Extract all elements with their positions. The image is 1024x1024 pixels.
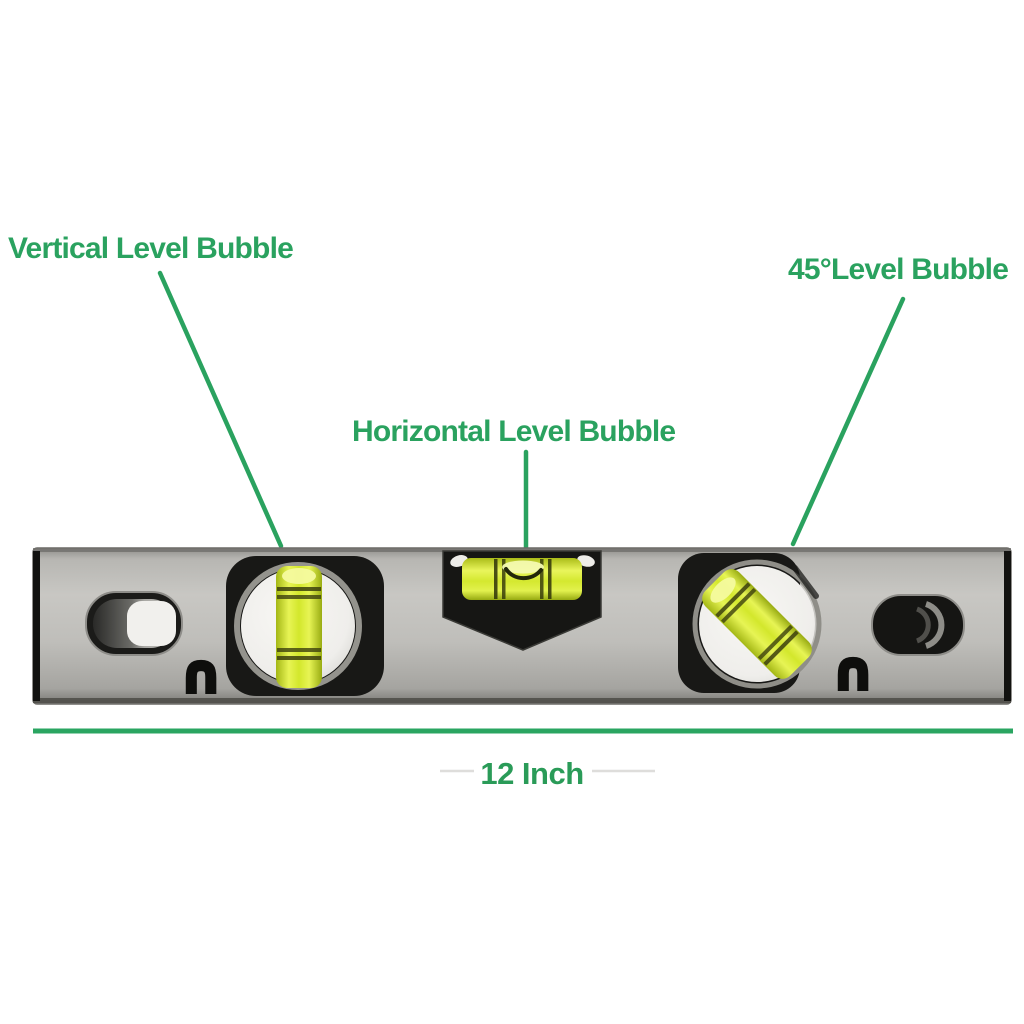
magnet-icon: ∩ [832,642,874,702]
deg45-vial [702,569,812,679]
vial-end-shadow [792,565,819,599]
left-slot [85,591,183,656]
vertical-bubble [282,568,316,584]
right-slot [871,594,965,656]
right-end-cap [1004,551,1011,701]
vertical-vial [276,566,322,688]
deg45-bubble-assembly [678,553,822,693]
body-bottom-edge [33,698,1011,703]
horizontal-bubble [502,560,544,574]
vertical-bubble-assembly [226,556,384,696]
horizontal-bubble-assembly [442,550,602,651]
leader-line-45-bubble [790,296,906,547]
horizontal-level-bubble-label: Horizontal Level Bubble [352,415,676,448]
magnet-icon: ∩ [180,645,222,705]
bubble-outline [504,567,543,581]
vertical-level-bubble-label: Vertical Level Bubble [8,232,294,265]
left-end-cap [33,551,40,701]
deg45-level-bubble-label: 45°Level Bubble [788,253,1009,286]
body-top-edge [33,548,1011,552]
deg45-bubble [710,577,736,603]
leader-line-vertical-bubble [157,270,284,549]
dimension-label: 12 Inch [480,756,584,791]
screw [577,555,595,567]
